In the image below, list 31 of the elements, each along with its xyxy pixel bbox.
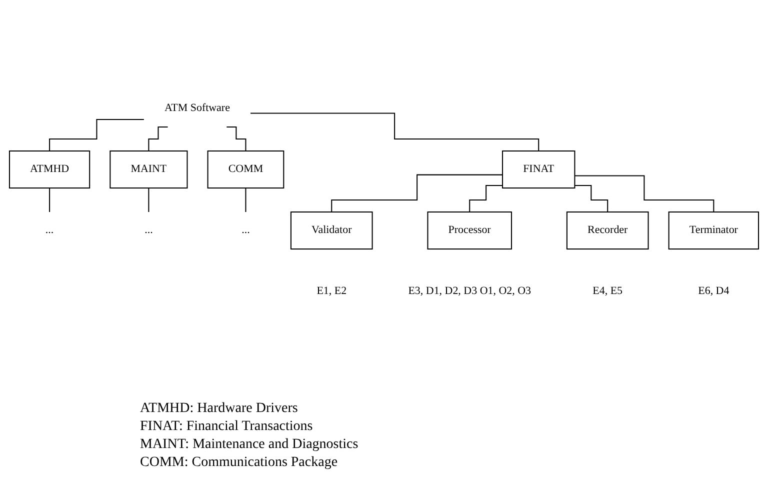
node-text: ...	[45, 224, 54, 236]
connector	[148, 126, 168, 152]
node-box: Validator	[290, 211, 373, 250]
node-text: ...	[242, 224, 250, 236]
node-label: E1, E2	[316, 285, 347, 297]
node-box: Processor	[427, 211, 512, 250]
node-label: E3, D1, D2, D3 O1, O2, O3	[408, 285, 531, 297]
connector	[574, 184, 608, 212]
node-box: ATMHD	[8, 150, 90, 189]
note-text: MAINT: Maintenance and Diagnostics	[140, 436, 358, 454]
connector	[245, 188, 246, 212]
connector	[49, 119, 144, 152]
node-box: MAINT	[110, 150, 188, 189]
node-label: E4, E5	[592, 285, 623, 297]
note-text: ATMHD: Hardware Drivers	[140, 400, 299, 418]
connector	[226, 126, 246, 152]
connector	[250, 112, 540, 152]
node-box: Recorder	[566, 211, 649, 250]
connector	[148, 188, 150, 212]
node-label: E6, D4	[698, 285, 730, 297]
connector	[469, 184, 502, 212]
connector	[574, 175, 714, 212]
node-text: ...	[144, 224, 153, 236]
node-box: COMM	[207, 150, 284, 189]
connector	[331, 174, 502, 212]
node-box: FINAT	[502, 150, 576, 189]
note-text: COMM: Communications Package	[140, 454, 339, 472]
node-box: Terminator	[668, 211, 760, 250]
note-text: FINAT: Financial Transactions	[140, 418, 314, 436]
node-text: ATM Software	[164, 102, 230, 114]
connector	[49, 188, 50, 212]
